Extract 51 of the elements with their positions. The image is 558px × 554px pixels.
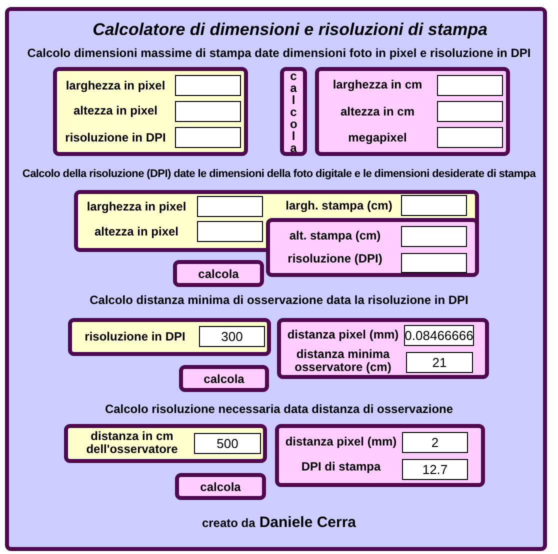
section-heading: Calcolo distanza minima di osservazione data la risoluzione in DPI [88, 292, 470, 309]
title: Calcolatore di dimensioni e risoluzioni di stampa [92, 19, 488, 41]
field-label: largh. stampa (cm) [284, 200, 394, 212]
input-field [437, 127, 503, 148]
field-label: distanza minima osservatore (cm) [294, 348, 392, 374]
field-label: distanza pixel (mm) [284, 436, 398, 448]
input-field [437, 75, 503, 96]
section-heading: Calcolo della risoluzione (DPI) date le dimensioni della foto digitale e le dimensioni desiderate di stampa [21, 166, 537, 182]
input-field [401, 253, 467, 273]
field-label: risoluzione (DPI) [286, 252, 384, 266]
input-field [401, 226, 467, 247]
input-field: 21 [406, 352, 473, 373]
calculate-button: calcola [179, 365, 269, 392]
input-field [401, 195, 467, 216]
field-label: alt. stampa (cm) [288, 230, 382, 242]
input-field: 0.08466666 [404, 325, 474, 346]
form-panel [68, 318, 271, 356]
input-field [175, 127, 241, 148]
input-field: 500 [194, 433, 261, 454]
input-field: 12.7 [402, 459, 468, 480]
field-label: altezza in pixel [72, 104, 159, 118]
calculate-button: calcola [175, 473, 266, 500]
input-field [197, 221, 263, 242]
author-name: Daniele Cerra [259, 513, 356, 533]
calculate-button: calcola [280, 67, 307, 156]
field-label: DPI di stampa [300, 460, 382, 474]
form-panel [275, 424, 485, 487]
form-panel [315, 67, 510, 156]
input-field [437, 101, 503, 122]
input-field [175, 101, 241, 122]
form-panel [64, 424, 267, 463]
input-field [197, 196, 263, 217]
field-label: risoluzione in DPI [84, 330, 186, 344]
field-label: risoluzione in DPI [64, 132, 167, 144]
field-label: megapixel [347, 132, 408, 144]
field-label: distanza in cm dell'osservatore [85, 430, 179, 456]
field-label: larghezza in pixel [64, 80, 166, 92]
input-field: 300 [199, 326, 265, 347]
field-label: larghezza in cm [332, 78, 424, 92]
field-label: altezza in pixel [93, 226, 180, 238]
input-field: 2 [402, 432, 468, 453]
input-field [175, 75, 241, 96]
section-heading: Calcolo dimensioni massime di stampa date dimensioni foto in pixel e risoluzione in DPI [26, 45, 532, 62]
field-label: distanza pixel (mm) [286, 328, 400, 342]
section-heading: Calcolo risoluzione necessaria data distanza di osservazione [104, 401, 454, 418]
form-panel [277, 318, 489, 379]
calculate-button: calcola [173, 260, 264, 287]
field-label: altezza in cm [339, 106, 416, 118]
field-label: larghezza in pixel [86, 200, 188, 214]
credit-text: creato da [202, 515, 256, 532]
form-panel [53, 67, 248, 156]
